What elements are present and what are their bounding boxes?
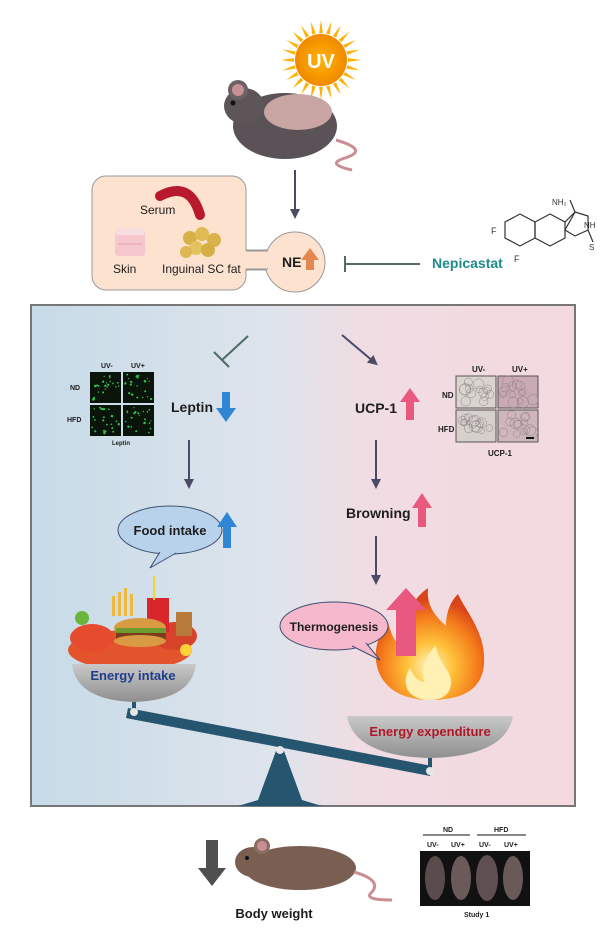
svg-text:ND: ND: [442, 391, 454, 400]
tissue-box: Serum Skin Inguinal SC fat NE: [91, 175, 326, 293]
inguinal-label: Inguinal SC fat: [162, 262, 241, 276]
inhibit-leptin-line: [221, 335, 249, 361]
energy-intake-pan: [72, 664, 196, 702]
skin-icon: [115, 228, 145, 256]
fire-icon: [375, 588, 485, 700]
balance-scale-icon: [126, 702, 434, 806]
svg-text:NH₂: NH₂: [552, 198, 567, 207]
food-intake-bubble: Food intake: [117, 505, 223, 569]
svg-text:UCP-1: UCP-1: [488, 449, 513, 458]
skin-label: Skin: [113, 262, 136, 276]
food-up-arrow-icon: [217, 512, 237, 548]
arrow-to-ucp1: [341, 334, 378, 366]
ucp1-micrograph: UV- UV+ ND HFD UCP-1: [438, 365, 539, 458]
svg-text:UV-: UV-: [427, 842, 439, 849]
study-photo: ND HFD UV- UV+ UV- UV+ Study 1: [420, 827, 530, 919]
svg-text:UV-: UV-: [472, 365, 486, 374]
svg-text:HFD: HFD: [67, 417, 81, 424]
ne-label: NE: [282, 254, 301, 270]
browning-label: Browning: [346, 505, 411, 521]
svg-text:HFD: HFD: [438, 425, 455, 434]
thermogenesis-bubble: Thermogenesis: [279, 601, 389, 661]
svg-text:UV-: UV-: [101, 363, 113, 370]
svg-text:F: F: [514, 254, 520, 264]
svg-text:UV+: UV+: [504, 842, 518, 849]
leptin-micrograph: UV- UV+ ND HFD Leptin: [67, 363, 154, 447]
fat-cells-icon: [180, 227, 221, 258]
energy-intake-label: Energy intake: [90, 668, 175, 683]
ne-up-arrow-icon: [301, 248, 319, 270]
svg-text:Leptin: Leptin: [112, 441, 130, 447]
svg-text:UV+: UV+: [512, 365, 528, 374]
nepicastat-label: Nepicastat: [432, 255, 503, 271]
energy-expenditure-pan: [347, 716, 513, 758]
svg-text:UV-: UV-: [479, 842, 491, 849]
leptin-label: Leptin: [171, 399, 213, 415]
body-weight-down-arrow-icon: [198, 840, 226, 886]
leptin-down-arrow-icon: [216, 392, 236, 422]
mouse-uv-icon: [224, 80, 357, 172]
svg-text:NH: NH: [584, 221, 596, 230]
nepicastat-structure-icon: F F NH₂ NH S: [491, 198, 596, 264]
energy-expenditure-label: Energy expenditure: [369, 724, 490, 739]
svg-text:Study 1: Study 1: [464, 912, 489, 919]
blood-vessel-icon: [155, 186, 205, 220]
serum-label: Serum: [140, 203, 175, 217]
ucp1-up-arrow-icon: [400, 388, 420, 420]
sun-icon: UV: [281, 20, 361, 100]
svg-text:ND: ND: [443, 827, 453, 834]
ucp1-label: UCP-1: [355, 400, 397, 416]
body-weight-label: Body weight: [235, 906, 313, 921]
svg-text:UV+: UV+: [131, 363, 145, 370]
food-intake-label: Food intake: [134, 523, 207, 538]
mouse-bottom-icon: [235, 838, 393, 902]
thermogenesis-label: Thermogenesis: [290, 620, 379, 634]
svg-text:HFD: HFD: [494, 827, 508, 834]
svg-text:F: F: [491, 226, 497, 236]
thermogenesis-up-arrow-icon: [386, 588, 426, 656]
browning-up-arrow-icon: [412, 493, 432, 527]
svg-text:ND: ND: [70, 385, 80, 392]
food-pile-icon: [68, 576, 197, 670]
uv-label: UV: [307, 51, 335, 73]
svg-text:S: S: [589, 243, 594, 252]
svg-text:UV+: UV+: [451, 842, 465, 849]
